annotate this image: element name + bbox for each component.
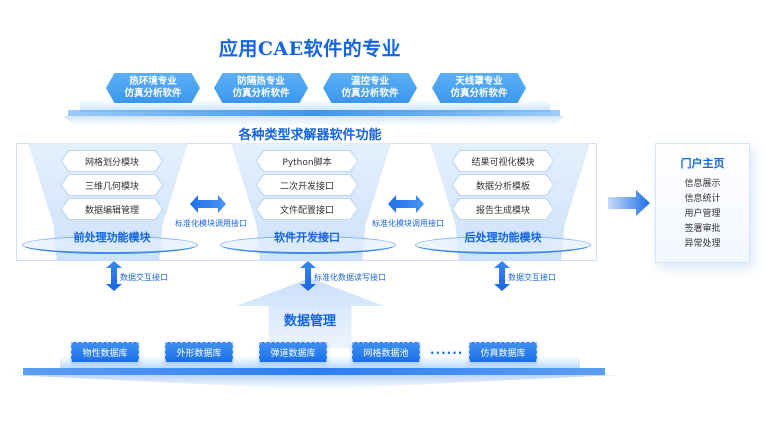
module-item-label: 网格划分模块	[62, 151, 162, 171]
top-shelf-glow	[80, 100, 550, 112]
double-arrow-vertical-icon	[106, 261, 122, 291]
module-item: 数据分析模板	[452, 174, 554, 196]
specialty-line2: 仿真分析软件	[232, 88, 290, 99]
module-item-label: 报告生成模块	[453, 199, 553, 219]
database-block: 外形数据库	[165, 342, 233, 362]
specialty-line2: 仿真分析软件	[450, 88, 508, 99]
specialty-line1: 温控专业	[350, 76, 389, 87]
solver-section-title: 各种类型求解器软件功能	[238, 128, 382, 143]
module-item: 数据编辑管理	[61, 198, 163, 220]
module-item-label: 三维几何模块	[62, 175, 162, 195]
double-arrow-vertical-icon	[494, 261, 510, 291]
data-link-label: 数据交互接口	[120, 273, 168, 282]
specialty-badge: 天线罩专业 仿真分析软件	[432, 73, 526, 103]
module-item: 网格划分模块	[61, 150, 163, 172]
module-title: 前处理功能模块	[73, 231, 151, 244]
bottom-shelf-shadow	[12, 375, 617, 389]
specialty-badge: 热环境专业 仿真分析软件	[106, 73, 200, 103]
portal-title: 门户主页	[680, 157, 725, 170]
double-arrow-horizontal-icon	[190, 195, 226, 213]
module-item: 文件配置接口	[256, 198, 358, 220]
specialty-line1: 天线罩专业	[455, 76, 503, 87]
module-base-disk	[220, 236, 396, 254]
module-base-disk	[415, 236, 591, 254]
module-interface-label: 标准化模块调用接口	[175, 219, 247, 228]
portal-panel: 门户主页 信息展示 信息统计 用户管理 签署审批 异常处理	[655, 143, 750, 263]
module-interface-label: 标准化模块调用接口	[372, 219, 444, 228]
portal-item: 签署审批	[684, 224, 721, 234]
database-block: 物性数据库	[71, 342, 139, 362]
module-item: 报告生成模块	[452, 198, 554, 220]
bottom-shelf	[23, 368, 605, 375]
more-ellipsis: ......	[430, 343, 464, 357]
module-item-label: 数据编辑管理	[62, 199, 162, 219]
module-title: 后处理功能模块	[464, 231, 542, 244]
module-item: 二次开发接口	[256, 174, 358, 196]
module-item-label: Python脚本	[257, 151, 357, 171]
specialty-badge: 防隔热专业 仿真分析软件	[214, 73, 308, 103]
specialty-line1: 防隔热专业	[237, 76, 285, 87]
double-arrow-vertical-icon	[300, 261, 316, 291]
module-base-disk	[22, 236, 198, 254]
module-item-label: 结果可视化模块	[453, 151, 553, 171]
module-item-label: 数据分析模板	[453, 175, 553, 195]
specialty-badge: 温控专业 仿真分析软件	[323, 73, 417, 103]
database-block: 仿真数据库	[469, 342, 537, 362]
specialty-line1: 热环境专业	[129, 76, 177, 87]
specialty-line2: 仿真分析软件	[124, 88, 182, 99]
top-shelf	[68, 110, 560, 116]
portal-item: 异常处理	[684, 239, 721, 249]
portal-item: 信息展示	[684, 179, 721, 189]
database-block: 弹道数据库	[259, 342, 327, 362]
double-arrow-horizontal-icon	[388, 195, 424, 213]
database-block: 网格数据池	[352, 342, 420, 362]
module-title: 软件开发接口	[274, 231, 340, 244]
portal-item: 用户管理	[684, 209, 721, 219]
data-link-label: 标准化数据读写接口	[314, 273, 386, 282]
portal-item: 信息统计	[684, 194, 721, 204]
top-shelf-shadow	[64, 116, 564, 126]
diagram-title: 应用CAE软件的专业	[218, 38, 402, 60]
module-item-label: 文件配置接口	[257, 199, 357, 219]
module-item: 结果可视化模块	[452, 150, 554, 172]
module-item-label: 二次开发接口	[257, 175, 357, 195]
arrow-right-icon	[608, 190, 650, 216]
specialty-line2: 仿真分析软件	[341, 88, 399, 99]
module-item: Python脚本	[256, 150, 358, 172]
module-item: 三维几何模块	[61, 174, 163, 196]
data-link-label: 数据交互接口	[508, 273, 556, 282]
data-management-title: 数据管理	[283, 314, 336, 329]
